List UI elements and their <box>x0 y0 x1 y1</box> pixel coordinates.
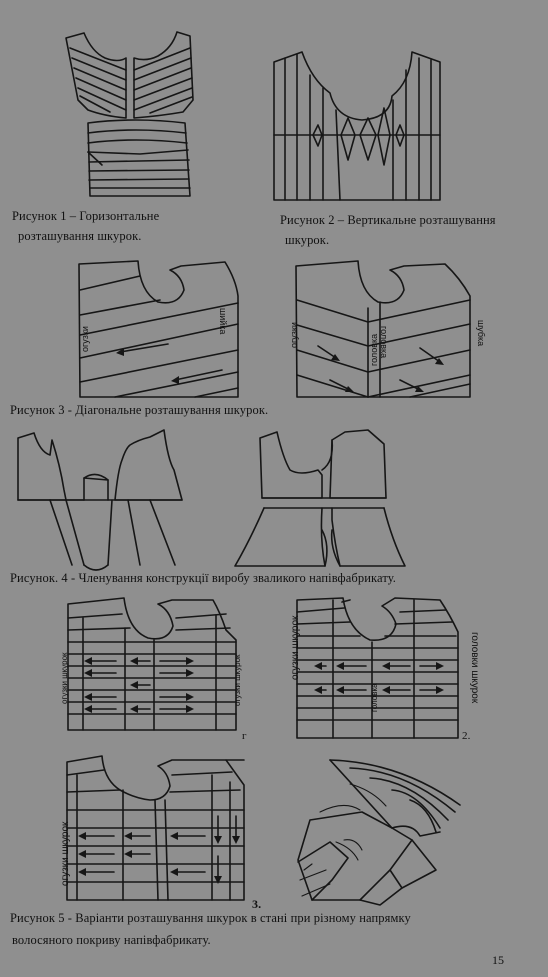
fig3-right-center-label: головка <box>369 333 379 366</box>
fig1-drawing <box>65 31 194 197</box>
fig5a-right-label: огузки шкурок <box>233 654 242 706</box>
fig5b-left-label: огузки шкурок <box>290 615 301 680</box>
fig5c-left-label: огузки шкурок <box>60 821 71 886</box>
fig5-caption-line2: волосяного покриву напівфабрикату. <box>12 933 211 947</box>
fig5a-mark: г <box>242 730 247 742</box>
fig3-right-center2-label: головка <box>379 326 389 359</box>
fig3-right-side-label: огузки <box>289 322 299 348</box>
fig5b-drawing <box>296 597 459 739</box>
fig5a-left-label: огузки шкурок <box>60 652 69 704</box>
fig5c-mark: 3. <box>252 897 262 911</box>
fig5d-drawing <box>297 759 461 906</box>
fig3-left-side-label: огузки <box>80 326 90 352</box>
fig5b-right-label: головки шкурок <box>469 632 480 704</box>
fig5b-center-label: головка <box>370 683 379 712</box>
fig5-caption-line1: Рисунок 5 - Варіанти розташування шкурок… <box>10 911 411 925</box>
fig3-caption: Рисунок 3 - Діагональне розташування шку… <box>10 403 269 417</box>
fig4-caption: Рисунок. 4 - Членування конструкції виро… <box>10 571 397 585</box>
fig3-right-edge-label: шубка <box>476 320 486 347</box>
fig2-caption-line2: шкурок. <box>285 233 330 247</box>
fig5b-mark: 2. <box>462 730 471 742</box>
fig1-caption-line1: Рисунок 1 – Горизонтальне <box>12 209 160 223</box>
fig4-drawing <box>17 429 406 571</box>
fig3-drawing <box>78 260 471 398</box>
fig5c-drawing <box>66 755 245 901</box>
fig5a-drawing <box>67 597 237 731</box>
fig3-left-neck-label: шийка <box>218 308 228 335</box>
fig1-caption-line2: розташування шкурок. <box>18 229 142 243</box>
fig2-caption-line1: Рисунок 2 – Вертикальне розташування <box>280 213 496 227</box>
fig2-drawing <box>273 51 441 201</box>
page-number: 15 <box>492 953 504 967</box>
